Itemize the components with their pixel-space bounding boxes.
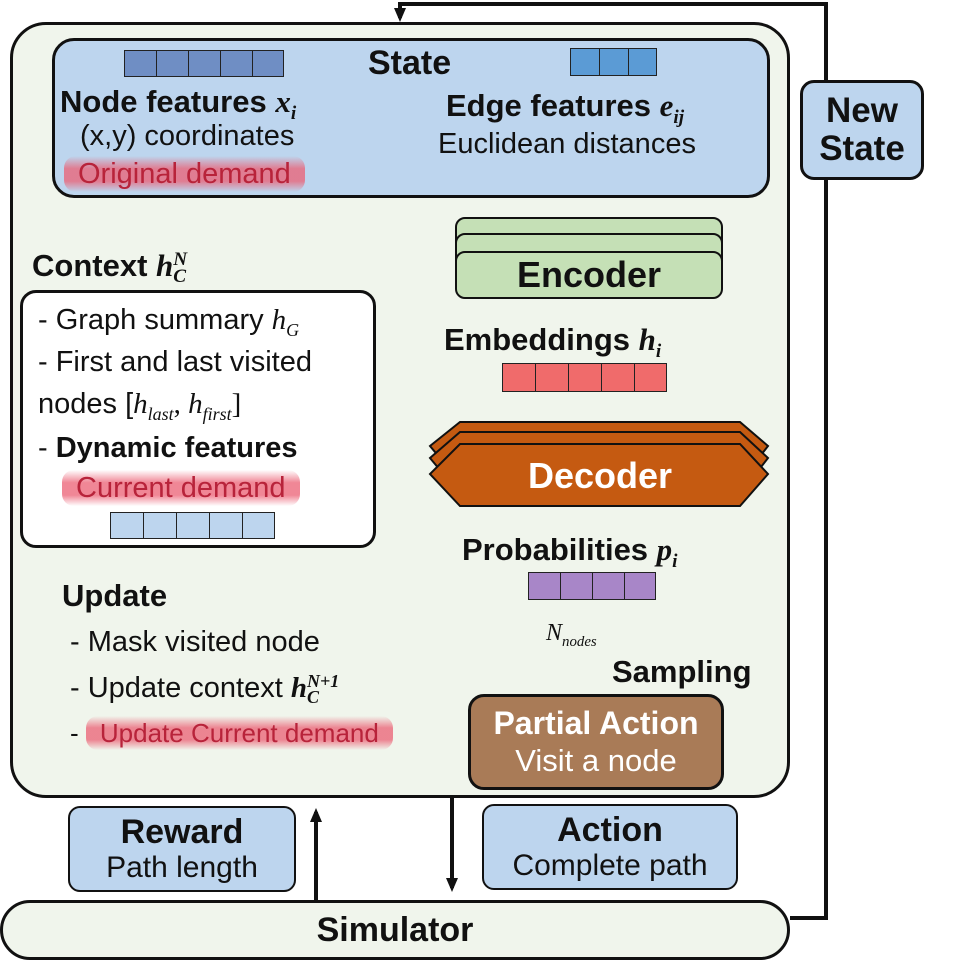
reward-box: Reward Path length xyxy=(68,806,296,892)
edge-features-label: Edge features eij xyxy=(446,88,685,129)
embedding-cells xyxy=(502,363,667,392)
simulator-box: Simulator xyxy=(0,900,790,960)
encoder-box: Encoder xyxy=(455,251,723,299)
embeddings-label: Embeddings hi xyxy=(444,322,662,363)
update-title: Update xyxy=(62,578,168,613)
decoder-label: Decoder xyxy=(527,455,673,496)
action-box: Action Complete path xyxy=(482,804,738,890)
new-state-box: New State xyxy=(800,80,924,180)
probability-cells xyxy=(528,572,656,600)
original-demand-highlight: Original demand xyxy=(64,156,305,192)
sampling-label: Sampling xyxy=(612,654,752,689)
update-item-demand: - Update Current demand xyxy=(70,716,393,750)
context-item-dynamic: - Dynamic features xyxy=(38,432,298,464)
edge-feature-cells xyxy=(570,48,657,76)
context-item-graph-summary: - Graph summary hG xyxy=(38,304,300,340)
probabilities-label: Probabilities pi xyxy=(462,532,678,573)
partial-action-box: Partial Action Visit a node xyxy=(468,694,724,790)
new-state-loop-arrow xyxy=(394,2,828,920)
node-features-desc: (x,y) coordinates xyxy=(80,120,295,152)
edge-features-desc: Euclidean distances xyxy=(438,128,696,160)
nodes-axis-label: Nnodes xyxy=(546,620,597,650)
current-demand-highlight: Current demand xyxy=(62,470,300,506)
context-item-visited-2: nodes [hlast, hfirst] xyxy=(38,388,242,424)
decoder-shape xyxy=(428,421,770,507)
context-item-visited-1: - First and last visited xyxy=(38,346,312,378)
context-cells xyxy=(110,512,275,539)
node-feature-cells xyxy=(124,50,284,77)
state-title: State xyxy=(368,44,452,82)
node-features-label: Node features xi xyxy=(60,84,297,125)
update-item-mask: - Mask visited node xyxy=(70,626,320,658)
